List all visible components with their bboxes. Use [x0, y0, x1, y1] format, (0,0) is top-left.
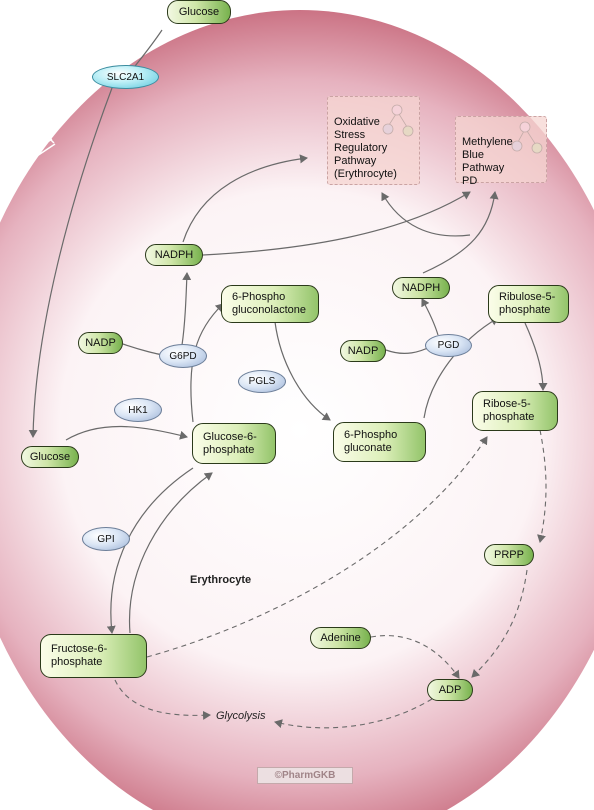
glucose-extracellular-node[interactable]: Glucose — [167, 0, 231, 24]
arrow-prpp-adp — [471, 569, 528, 678]
methylene-blue-pathway-label: Methylene Blue Pathway PD — [462, 136, 513, 187]
cell-membrane — [0, 10, 594, 810]
membrane-channel-icon — [21, 123, 56, 159]
methylene-blue-pathway-box[interactable]: Methylene Blue Pathway PD — [455, 116, 547, 187]
gpi-enzyme[interactable]: GPI — [82, 527, 130, 551]
pgls-enzyme[interactable]: PGLS — [238, 370, 286, 393]
adenine-node[interactable]: Adenine — [310, 627, 371, 649]
arrow-pgd — [423, 317, 499, 419]
oxidative-stress-pathway-label: Oxidative Stress Regulatory Pathway (Ery… — [334, 116, 397, 180]
erythrocyte-label: Erythrocyte — [190, 574, 252, 586]
nadp-left-node[interactable]: NADP — [78, 332, 123, 354]
arrow-pgd-nadph — [421, 298, 439, 336]
ribose-5-phosphate-node[interactable]: Ribose-5- phosphate — [472, 391, 558, 431]
glucose-6-phosphate-node[interactable]: Glucose-6- phosphate — [192, 423, 276, 464]
g6pd-enzyme[interactable]: G6PD — [159, 344, 207, 368]
arrow-adp-glycolysis — [274, 698, 433, 729]
pharmgkb-watermark: ©PharmGKB — [257, 767, 353, 784]
glycolysis-label[interactable]: Glycolysis — [216, 710, 266, 722]
arrow-g6pd-nadph — [181, 272, 192, 346]
arrow-ribose-prpp — [537, 429, 547, 543]
arrow-hk1 — [65, 425, 188, 441]
ribulose-5-phosphate-node[interactable]: Ribulose-5- phosphate — [488, 285, 569, 323]
arrow-gpi-up — [128, 472, 213, 634]
phospho-gluconolactone-node[interactable]: 6-Phospho gluconolactone — [221, 285, 319, 323]
arrow-adenine-adp — [370, 635, 460, 679]
slc2a1-transporter[interactable]: SLC2A1 — [92, 65, 159, 89]
nadp-mid-node[interactable]: NADP — [340, 340, 386, 362]
nadph-left-node[interactable]: NADPH — [145, 244, 203, 266]
prpp-node[interactable]: PRPP — [484, 544, 534, 566]
arrow-ribulose-ribose — [524, 322, 548, 391]
nadph-right-node[interactable]: NADPH — [392, 277, 450, 299]
arrow-glucose-into-cell — [28, 87, 113, 438]
arrow-fructose-glycolysis — [114, 679, 211, 720]
arrow-nadph-right-up — [422, 191, 499, 274]
arrow-nadph-oxidative — [182, 154, 308, 243]
fructose-6-phosphate-node[interactable]: Fructose-6- phosphate — [40, 634, 147, 678]
hk1-enzyme[interactable]: HK1 — [114, 398, 162, 422]
oxidative-stress-pathway-box[interactable]: Oxidative Stress Regulatory Pathway (Ery… — [327, 96, 420, 185]
glucose-intracellular-node[interactable]: Glucose — [21, 446, 79, 468]
adp-node[interactable]: ADP — [427, 679, 473, 701]
phospho-gluconate-node[interactable]: 6-Phospho gluconate — [333, 422, 426, 462]
arrow-fructose-ribose — [146, 436, 488, 658]
pgd-enzyme[interactable]: PGD — [425, 334, 472, 357]
arrow-nadph-methylene — [202, 191, 471, 256]
arrow-nadph-right-oxidative — [381, 192, 471, 237]
arrow-pgls — [274, 321, 331, 421]
